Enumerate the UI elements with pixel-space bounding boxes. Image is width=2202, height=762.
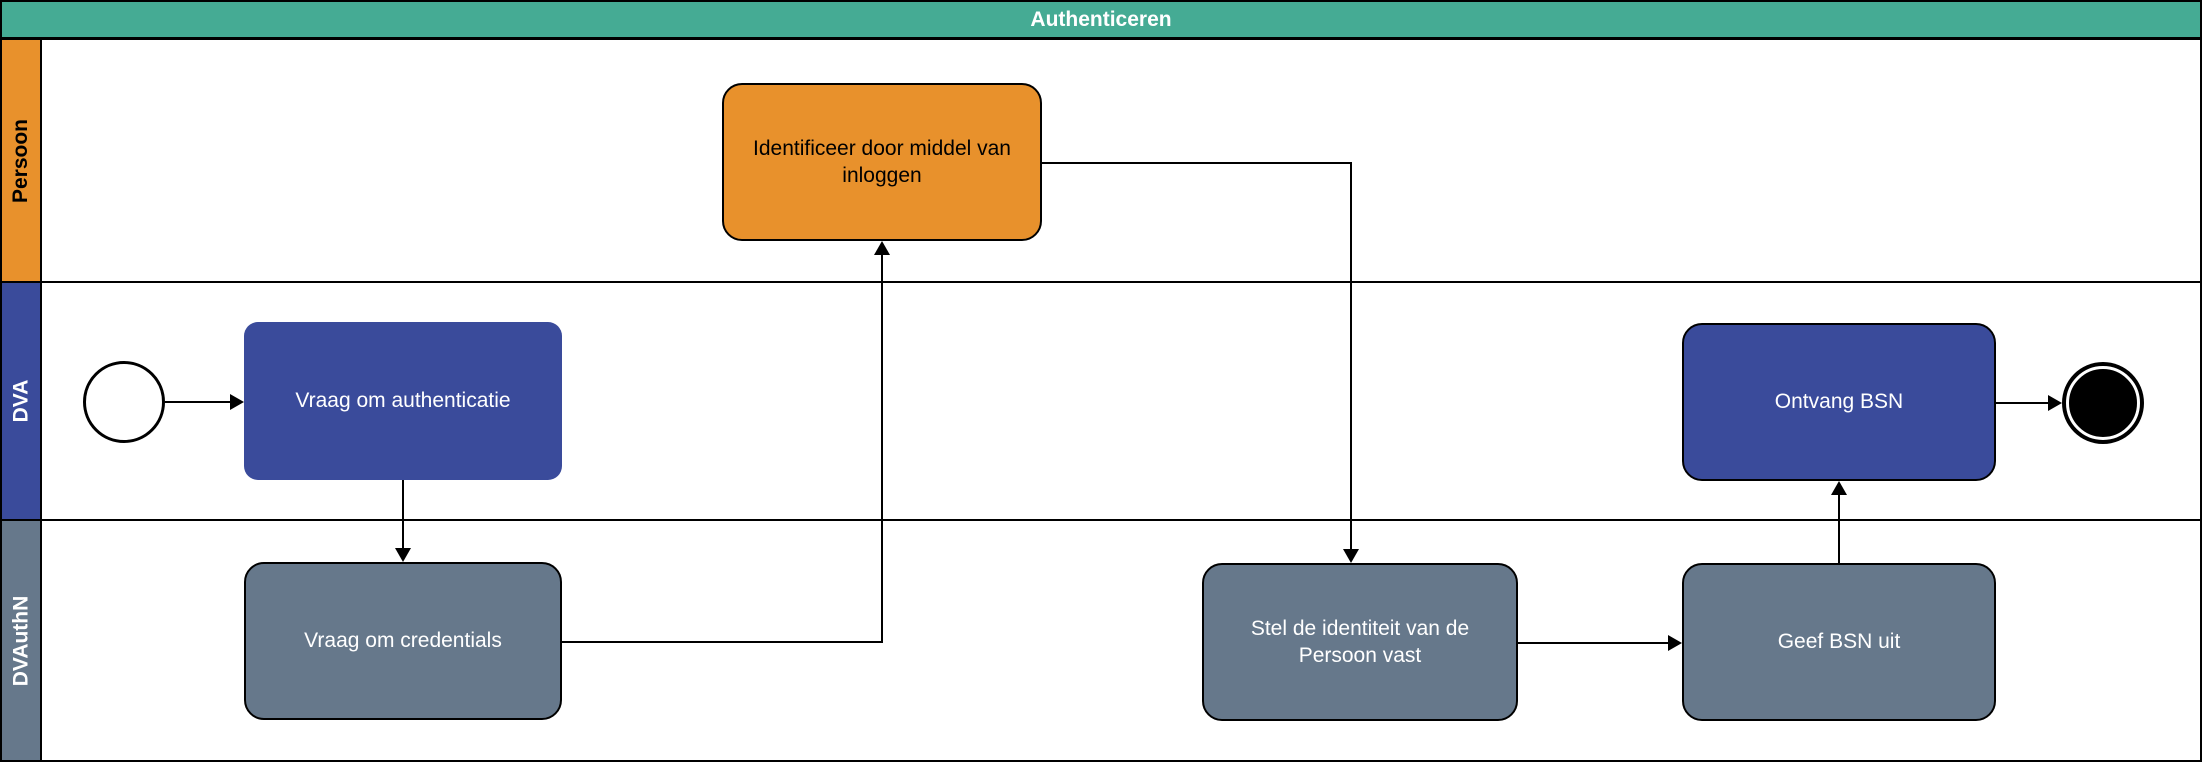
- arrowhead-up-icon: [874, 241, 890, 255]
- flow-segment: [881, 254, 883, 643]
- task-label: Identificeer door middel van inloggen: [753, 136, 1011, 187]
- task-label: Geef BSN uit: [1777, 630, 1901, 654]
- task-label: Vraag om credentials: [304, 629, 502, 653]
- pool-title: Authenticeren: [1030, 7, 1172, 31]
- task-label: Vraag om authenticatie: [295, 389, 511, 413]
- flow-segment: [1838, 494, 1840, 563]
- task-identificeer-door-inloggen: Identificeer door middel van inloggen: [722, 83, 1042, 241]
- flow-segment: [561, 641, 883, 643]
- arrowhead-up-icon: [1831, 481, 1847, 495]
- lane-persoon: Persoon: [2, 40, 2200, 281]
- lane-label-dva: DVA: [2, 283, 42, 519]
- arrowhead-down-icon: [1343, 549, 1359, 563]
- flow-segment: [1041, 162, 1352, 164]
- task-geef-bsn-uit: Geef BSN uit: [1682, 563, 1996, 721]
- lane-dvauthn: DVAuthN: [2, 519, 2200, 760]
- lane-dva: DVA: [2, 281, 2200, 519]
- flow-segment: [1350, 162, 1352, 549]
- task-ontvang-bsn: Ontvang BSN: [1682, 323, 1996, 481]
- lane-label-dva-text: DVA: [9, 379, 32, 423]
- task-vraag-om-credentials: Vraag om credentials: [244, 562, 562, 720]
- arrowhead-down-icon: [395, 548, 411, 562]
- flow-segment: [165, 401, 232, 403]
- arrowhead-right-icon: [1668, 635, 1682, 651]
- task-label: Ontvang BSN: [1774, 390, 1904, 414]
- task-label: Stel de identiteit van de Persoon vast: [1250, 616, 1470, 667]
- task-vraag-om-authenticatie: Vraag om authenticatie: [244, 322, 562, 480]
- lane-label-dvauthn-text: DVAuthN: [9, 595, 32, 686]
- start-event-icon: [83, 361, 165, 443]
- task-stel-identiteit-vast: Stel de identiteit van de Persoon vast: [1202, 563, 1518, 721]
- end-event-icon: [2062, 362, 2144, 444]
- lane-label-persoon-text: Persoon: [9, 118, 32, 203]
- pool-title-bar: Authenticeren: [2, 2, 2200, 40]
- arrowhead-right-icon: [230, 394, 244, 410]
- flow-segment: [1996, 402, 2050, 404]
- flow-segment: [1518, 642, 1670, 644]
- lane-label-dvauthn: DVAuthN: [2, 521, 42, 760]
- end-event-inner-ring: [2066, 366, 2140, 440]
- lane-label-persoon: Persoon: [2, 40, 42, 281]
- flow-segment: [402, 480, 404, 549]
- arrowhead-right-icon: [2048, 395, 2062, 411]
